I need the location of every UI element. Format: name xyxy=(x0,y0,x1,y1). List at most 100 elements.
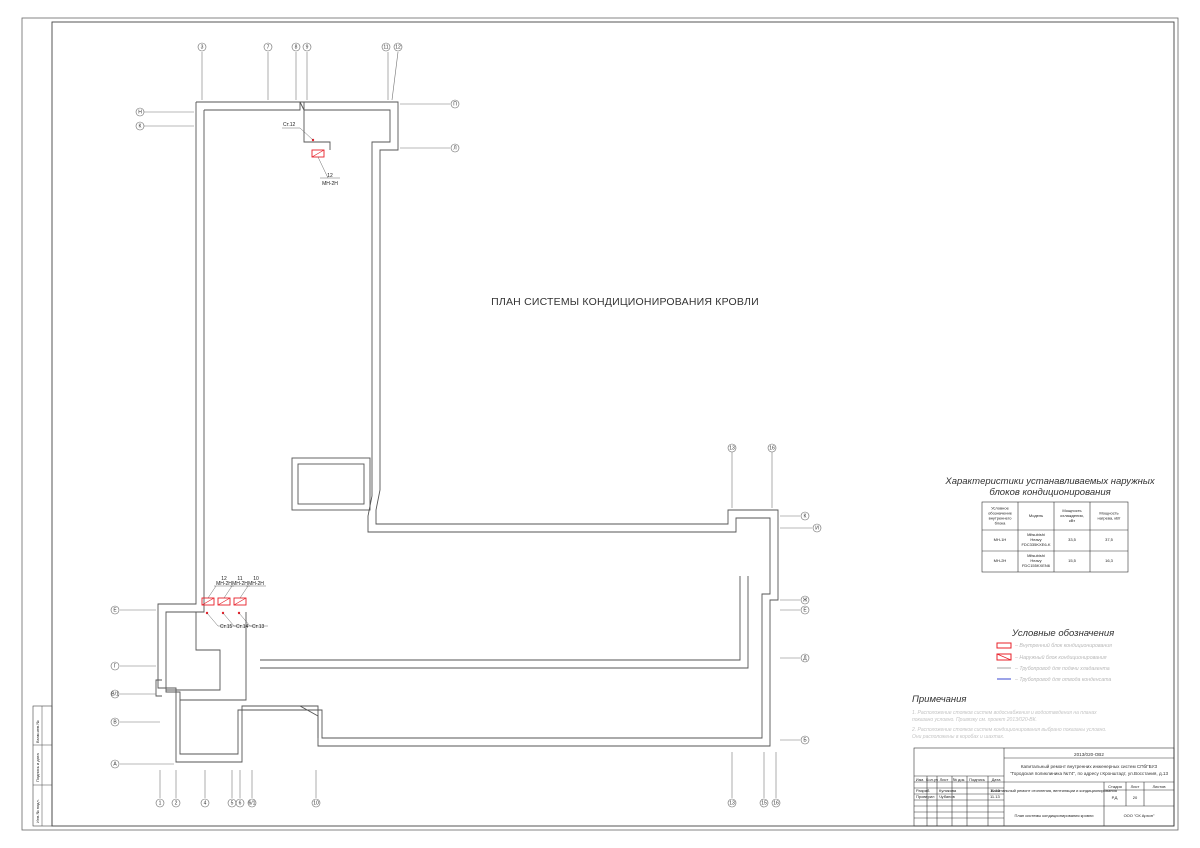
axis-bottom-3: 5 xyxy=(227,798,237,808)
legend-item-outdoor: – Наружный блок кондиционирования xyxy=(1014,654,1107,661)
roof-hatch xyxy=(291,457,371,511)
inner-frame xyxy=(51,21,1175,827)
axis-bottom-8-label: 15 xyxy=(761,801,767,807)
stamp-date-1: 11.13 xyxy=(990,788,1000,793)
axis-right-mid-1: 16 xyxy=(767,443,777,453)
axis-bottom-3-label: 5 xyxy=(231,801,234,807)
axis-bottom-4: 6 xyxy=(235,798,245,808)
stamp-drawing-name: План системы кондиционирования кровли xyxy=(1014,813,1093,818)
stamp-sheet-header: Лист xyxy=(1131,784,1140,789)
stamp-section-line1: Капитальный ремонт отопления, вентиляции… xyxy=(991,788,1117,793)
axis-top-0: 3 xyxy=(197,42,207,52)
axis-top-2-label: 8 xyxy=(295,45,298,51)
axis-left-3: Г xyxy=(110,661,120,671)
riser-id-0: Ст.15 xyxy=(220,624,233,630)
spec-header-1: Модель xyxy=(1029,513,1043,518)
axis-left-2-label: Е xyxy=(113,608,117,614)
spec-title-line1: Характеристики устанавливаемых наружных xyxy=(944,476,1155,487)
axis-left-2: Е xyxy=(110,605,120,615)
stamp-code: 2013/020-ОВ2 xyxy=(1074,752,1104,757)
axis-bottom-5: 6/1 xyxy=(247,798,257,808)
axis-left-5: В xyxy=(110,717,120,727)
spec-model2-1: Heavy xyxy=(1030,558,1041,563)
axis-bottom-7: 13 xyxy=(727,798,737,808)
legend-outdoor-hatch xyxy=(996,653,1012,661)
axis-right-top-1-label: Л xyxy=(453,146,456,152)
axis-right-5-label: Б xyxy=(803,738,807,744)
axis-top-1-label: 7 xyxy=(267,45,270,51)
legend-outdoor-unit-swatch xyxy=(996,653,1012,661)
spec-model1-0: Mitsubishi xyxy=(1027,532,1045,537)
stamp-role-2: Проверил xyxy=(916,794,935,799)
stamp-header-3: № док. xyxy=(953,777,966,782)
axis-bottom-0: 1 xyxy=(155,798,165,808)
axis-bottom-1: 2 xyxy=(171,798,181,808)
stamp-name-2: Чубанов xyxy=(939,794,955,799)
axis-bottom-7-label: 13 xyxy=(729,801,735,807)
spec-cool-0: 33,5 xyxy=(1068,537,1077,542)
outer-frame xyxy=(21,17,1179,831)
spec-model3-1: FDC155KXEN6 xyxy=(1022,563,1051,568)
axis-left-6-label: А xyxy=(113,762,117,768)
spec-model1-1: Mitsubishi xyxy=(1027,553,1045,558)
unit-model-2: МН-2Н xyxy=(248,581,264,587)
axis-bottom-8: 15 xyxy=(759,798,769,808)
axis-bottom-5-label: 6/1 xyxy=(249,801,256,807)
axis-right-0-label: К xyxy=(804,514,807,520)
legend: Условные обозначения – Внутренний блок к… xyxy=(996,628,1114,683)
axis-right-4: Д xyxy=(800,653,810,663)
notes-title: Примечания xyxy=(912,694,967,705)
stamp-sheets-header: Листов xyxy=(1153,784,1166,789)
stamp-object-line2: "Городская поликлиника №74", по адресу г… xyxy=(1010,771,1169,776)
axis-right-3-label: Е xyxy=(803,608,807,614)
stamp-date-2: 11.13 xyxy=(990,794,1000,799)
axis-left-1-label: К xyxy=(139,124,142,130)
axis-right-mid-0: 13 xyxy=(727,443,737,453)
axis-top-4: 11 xyxy=(381,42,391,52)
spec-cool-1: 15,5 xyxy=(1068,558,1077,563)
axis-left-1: К xyxy=(135,121,145,131)
notes: Примечания 1. Расположение стояков систе… xyxy=(911,694,1107,740)
axis-left-3-label: Г xyxy=(114,664,117,670)
unit-model-1: МН-2Н xyxy=(232,581,248,587)
stamp-object-line1: Капитальный ремонт внутренних инженерных… xyxy=(1021,763,1158,769)
spec-code-1: МН-2Н xyxy=(994,558,1007,563)
axis-top-2: 8 xyxy=(291,42,301,52)
stamp-header-0: Изм. xyxy=(916,777,925,782)
stamp-name-1: Куликова xyxy=(939,788,957,793)
axis-right-mid-1-label: 16 xyxy=(769,446,775,452)
stamp-stage: Р.Д. xyxy=(1112,795,1119,800)
axis-left-5-label: В xyxy=(113,720,117,726)
axis-right-5: Б xyxy=(800,735,810,745)
axis-right-top-0-label: П xyxy=(453,102,457,108)
unit-label-top: 12 xyxy=(327,173,333,179)
axis-left-4: В/1 xyxy=(110,689,120,699)
axis-right-2: Ж xyxy=(800,595,810,605)
unit-label-1: 11 xyxy=(237,576,242,582)
axis-right-2-label: Ж xyxy=(803,598,808,604)
title-block: 2013/020-ОВ2 Капитальный ремонт внутренн… xyxy=(913,747,1175,827)
building-outline xyxy=(155,101,779,763)
axis-bottom-9: 16 xyxy=(771,798,781,808)
axis-right-1-label: И xyxy=(815,526,819,532)
axis-right-mid-0-label: 13 xyxy=(729,446,735,452)
stamp-role-1: Разраб. xyxy=(916,788,930,793)
axis-right-4-label: Д xyxy=(803,656,807,662)
axis-top-3: 9 xyxy=(302,42,312,52)
axis-right-top-1: Л xyxy=(450,143,460,153)
stamp-header-5: Дата xyxy=(992,777,1002,782)
unit-label-0: 12 xyxy=(221,576,227,582)
notes-line-1: 1. Расположение стояков систем водоснабж… xyxy=(912,710,1097,716)
riser-id-2: Ст.13 xyxy=(252,624,265,630)
axis-bottom-0-label: 1 xyxy=(159,801,162,807)
axis-right-1: И xyxy=(812,523,822,533)
spec-heat-1: 16,3 xyxy=(1105,558,1114,563)
